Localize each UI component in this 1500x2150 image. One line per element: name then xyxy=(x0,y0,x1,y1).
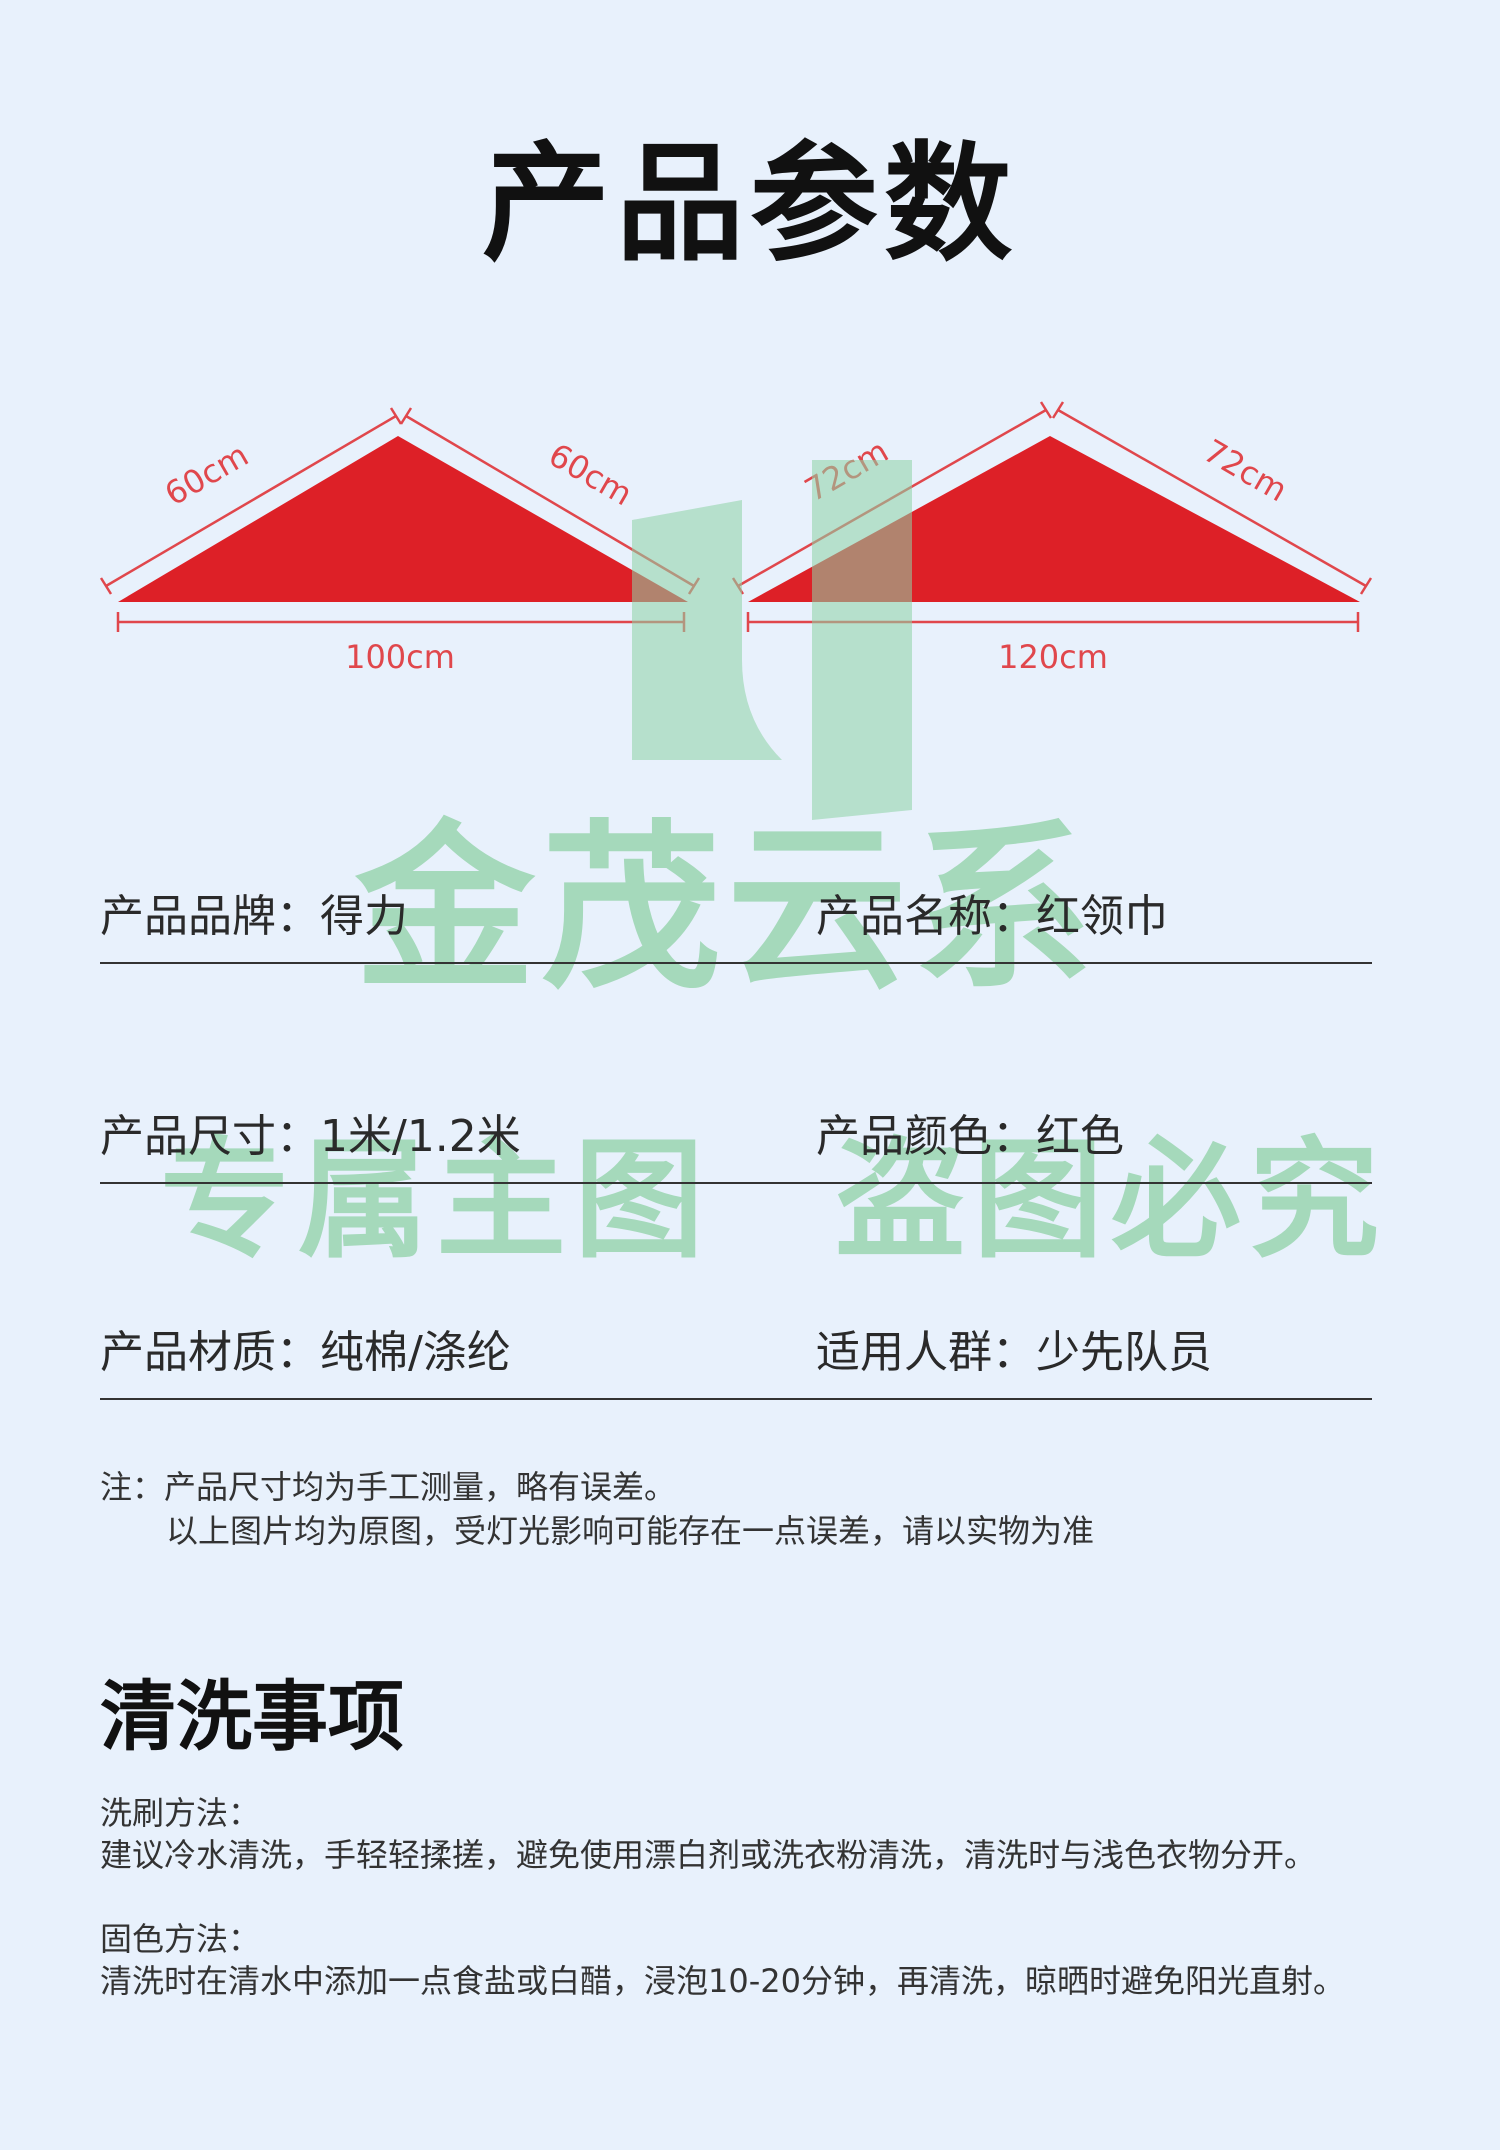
note-line-1: 注：产品尺寸均为手工测量，略有误差。 xyxy=(100,1468,677,1506)
wash-heading: 洗刷方法： xyxy=(100,1794,261,1832)
spec-row: 产品材质：纯棉/涤纶 适用人群：少先队员 xyxy=(100,1298,1372,1400)
dim-label: 60cm xyxy=(542,436,638,514)
fix-text: 清洗时在清水中添加一点食盐或白醋，浸泡10-20分钟，再清洗，晾晒时避免阳光直射… xyxy=(100,1962,1345,2000)
cleaning-title: 清洗事项 xyxy=(100,1672,404,1761)
wash-text: 建议冷水清洗，手轻轻揉搓，避免使用漂白剂或洗衣粉清洗，清洗时与浅色衣物分开。 xyxy=(100,1836,1317,1874)
spec-audience: 适用人群：少先队员 xyxy=(816,1327,1212,1378)
dim-line xyxy=(105,414,397,588)
page-title: 产品参数 xyxy=(481,130,1018,279)
scarf-size-diagram: 60cm 60cm 100cm 72cm 72cm 120cm xyxy=(99,401,1373,676)
dim-line xyxy=(1057,408,1367,588)
spec-row: 产品尺寸：1米/1.2米 产品颜色：红色 xyxy=(100,1082,1372,1184)
spec-color: 产品颜色：红色 xyxy=(816,1111,1124,1162)
note-line-2: 以上图片均为原图，受灯光影响可能存在一点误差，请以实物为准 xyxy=(166,1512,1095,1550)
dim-label: 72cm xyxy=(798,432,894,510)
spec-brand: 产品品牌：得力 xyxy=(100,891,408,942)
measurement-note: 注：产品尺寸均为手工测量，略有误差。 以上图片均为原图，受灯光影响可能存在一点误… xyxy=(100,1465,1094,1553)
spec-material: 产品材质：纯棉/涤纶 xyxy=(100,1327,511,1378)
spec-product-name: 产品名称：红领巾 xyxy=(816,891,1168,942)
fix-heading: 固色方法： xyxy=(100,1920,261,1958)
spec-size: 产品尺寸：1米/1.2米 xyxy=(100,1111,521,1162)
spec-row: 产品品牌：得力 产品名称：红领巾 xyxy=(100,862,1372,964)
dim-label: 60cm xyxy=(158,436,254,514)
dim-label: 120cm xyxy=(998,638,1108,676)
scarf-triangle-small xyxy=(118,436,688,602)
dim-label: 100cm xyxy=(345,638,455,676)
